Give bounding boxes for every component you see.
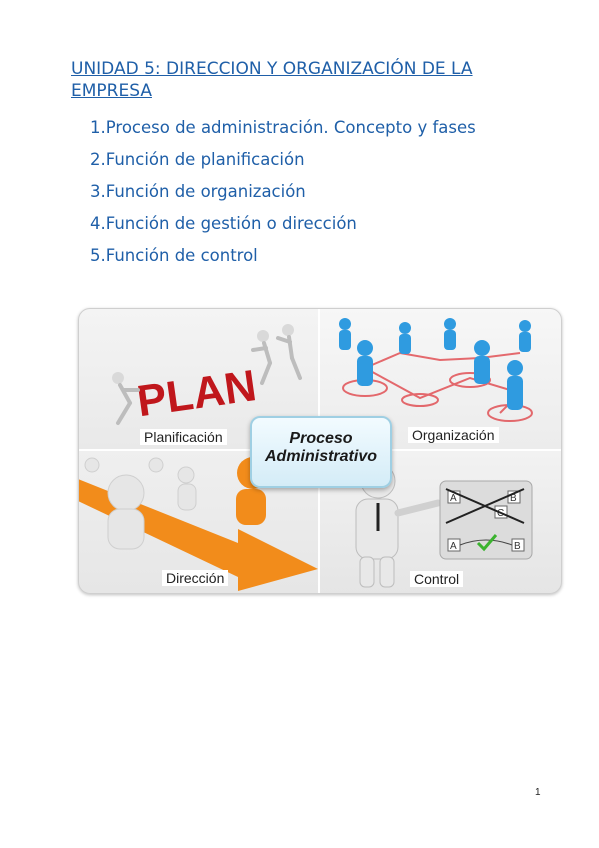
center-label-line2: Administrativo [264,448,377,465]
table-of-contents: 1.Proceso de administración. Concepto y … [90,112,476,272]
toc-item: 1.Proceso de administración. Concepto y … [90,118,476,137]
organization-panel [320,308,562,449]
board-label-b2: B [514,541,521,552]
toc-item: 5.Función de control [90,246,258,265]
toc-item: 4.Función de gestión o dirección [90,214,357,233]
network-illustration [339,318,533,422]
direction-illustration [78,457,318,591]
planning-panel: PLAN [78,308,318,449]
caption-control: Control [410,571,464,587]
plan-illustration: PLAN [112,324,302,426]
caption-organizacion: Organización [408,427,499,443]
toc-item: 3.Función de organización [90,182,306,201]
page-number: 1 [535,787,541,798]
plan-letters: PLAN [134,361,259,426]
board-label-a2: A [450,541,457,552]
center-label-box: Proceso Administrativo [250,416,392,488]
board-label-b1: B [510,493,517,504]
center-label-line1: Proceso [289,430,353,447]
caption-direccion: Dirección [162,570,229,586]
checkmark-icon [476,534,498,552]
caption-planificacion: Planificación [140,429,227,445]
administrative-process-figure: PLAN [78,308,562,594]
toc-item: 2.Función de planificación [90,150,305,169]
page-title: UNIDAD 5: DIRECCION Y ORGANIZACIÓN DE LA… [71,59,473,101]
board-label-a1: A [450,493,457,504]
control-illustration: A B C A B [355,463,533,588]
